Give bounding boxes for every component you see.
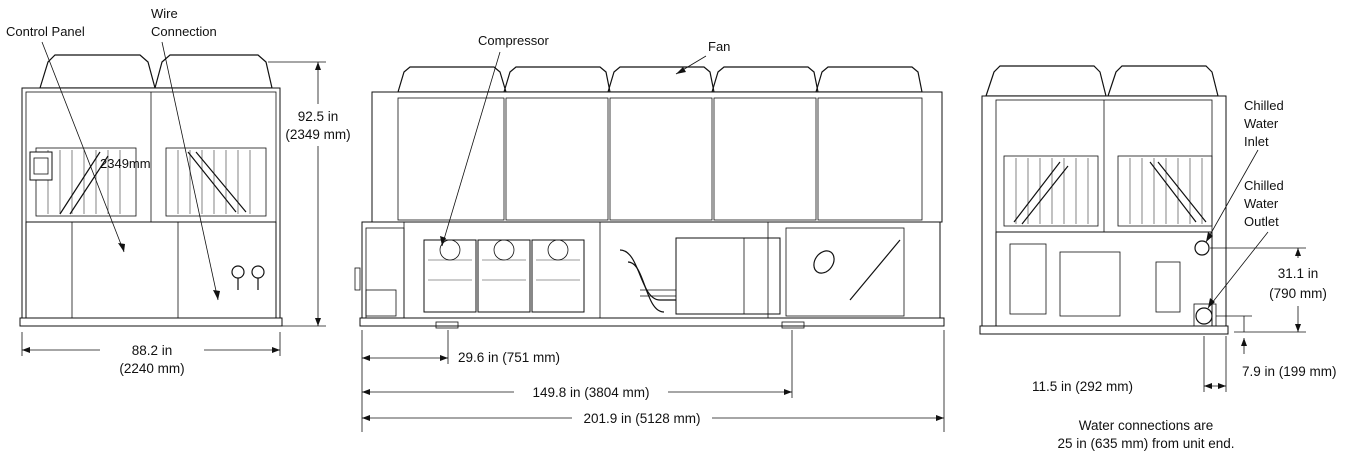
height-in-text: 92.5 in <box>298 109 339 124</box>
water-connection-note-line2: 25 in (635 mm) from unit end. <box>1057 436 1234 451</box>
fan-label: Fan <box>708 39 730 54</box>
dimension-31-1-mm-text: (790 mm) <box>1269 286 1327 301</box>
end-view-right <box>979 65 1229 335</box>
dimension-29-6-text: 29.6 in (751 mm) <box>458 350 560 365</box>
water-connection-dimensions: 31.1 in (790 mm) 7.9 in (199 mm) 11.5 in… <box>1032 247 1337 394</box>
dimension-11-5-text: 11.5 in (292 mm) <box>1032 379 1133 394</box>
length-dimensions: 29.6 in (751 mm) 149.8 in (3804 mm) 201.… <box>361 330 945 432</box>
width-dimension: 88.2 in (2240 mm) <box>21 332 281 376</box>
water-connection-note-line1: Water connections are <box>1079 418 1214 433</box>
dimension-31-1-in-text: 31.1 in <box>1278 266 1319 281</box>
side-view-center <box>354 66 945 329</box>
chilled-water-outlet-label-1: Chilled <box>1244 178 1284 193</box>
control-panel-leader <box>41 41 125 253</box>
dimension-7-9-text: 7.9 in (199 mm) <box>1242 364 1337 379</box>
chilled-water-inlet-label-3: Inlet <box>1244 134 1269 149</box>
width-mm-text: (2240 mm) <box>119 361 184 376</box>
height-mm-text: (2349 mm) <box>285 127 350 142</box>
wire-connection-label-2: Connection <box>151 24 217 39</box>
height-dimension: 92.5 in (2349 mm) <box>268 61 351 327</box>
dimension-201-9-text: 201.9 in (5128 mm) <box>583 411 700 426</box>
chilled-water-outlet-label-3: Outlet <box>1244 214 1279 229</box>
inlet-leader <box>1205 149 1259 243</box>
overlap-dimension-text: 2349mm <box>100 156 151 171</box>
outlet-leader <box>1207 231 1269 309</box>
chilled-water-inlet-label-1: Chilled <box>1244 98 1284 113</box>
end-view-left: 2349mm <box>19 54 283 327</box>
dimension-149-8-text: 149.8 in (3804 mm) <box>532 385 649 400</box>
chilled-water-outlet-label-2: Water <box>1244 196 1279 211</box>
width-in-text: 88.2 in <box>132 343 173 358</box>
wire-connection-leader <box>161 41 219 301</box>
control-panel-label: Control Panel <box>6 24 85 39</box>
chilled-water-inlet-label-2: Water <box>1244 116 1279 131</box>
compressor-label: Compressor <box>478 33 549 48</box>
wire-connection-label-1: Wire <box>151 6 178 21</box>
compressor-leader <box>441 51 501 247</box>
